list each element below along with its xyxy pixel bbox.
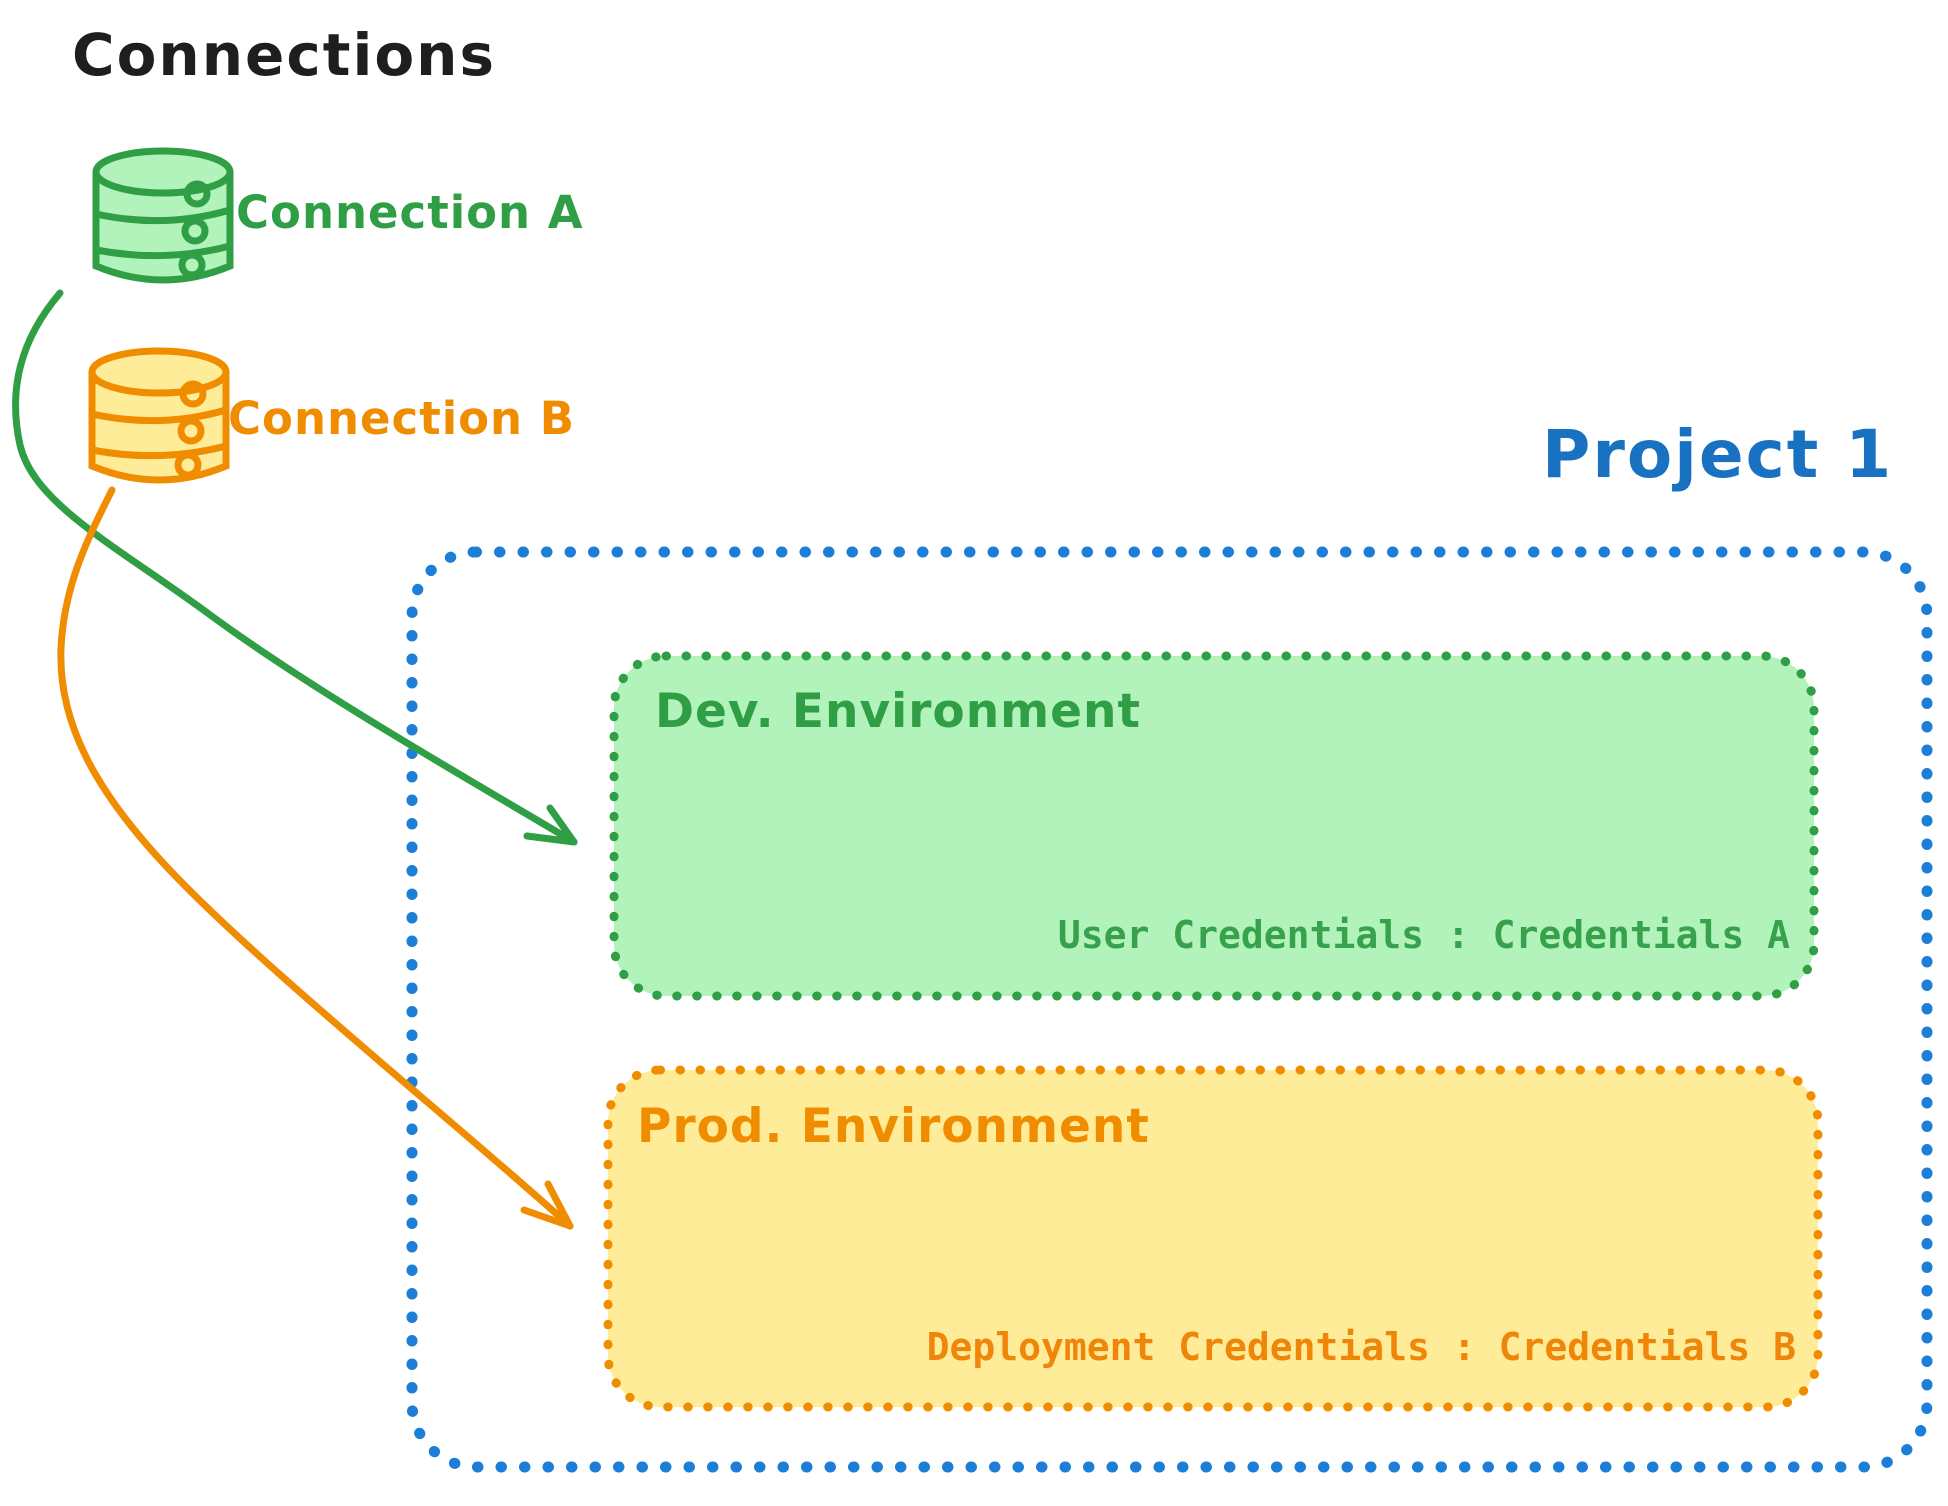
arrow-connection-a-to-dev: [12, 289, 578, 846]
diagram-title: Connections: [72, 21, 496, 89]
dev-environment-title: Dev. Environment: [655, 684, 1141, 739]
prod-environment-credentials-text: Deployment Credentials : Credentials B: [926, 1325, 1796, 1369]
connection-a-label: Connection A: [236, 186, 584, 239]
arrow-connection-b-to-prod: [57, 486, 574, 1230]
database-icon-connection-a: [92, 147, 234, 284]
prod-environment-title: Prod. Environment: [637, 1099, 1150, 1154]
dev-environment-box: [609, 651, 1819, 1001]
connection-b-label: Connection B: [228, 392, 576, 445]
project-1-container-box: [406, 546, 1933, 1473]
database-icon-connection-b: [88, 347, 230, 484]
prod-environment-box: [603, 1065, 1823, 1412]
project-1-title: Project 1: [1542, 416, 1894, 493]
dev-environment-credentials-text: User Credentials : Credentials A: [1057, 913, 1790, 957]
